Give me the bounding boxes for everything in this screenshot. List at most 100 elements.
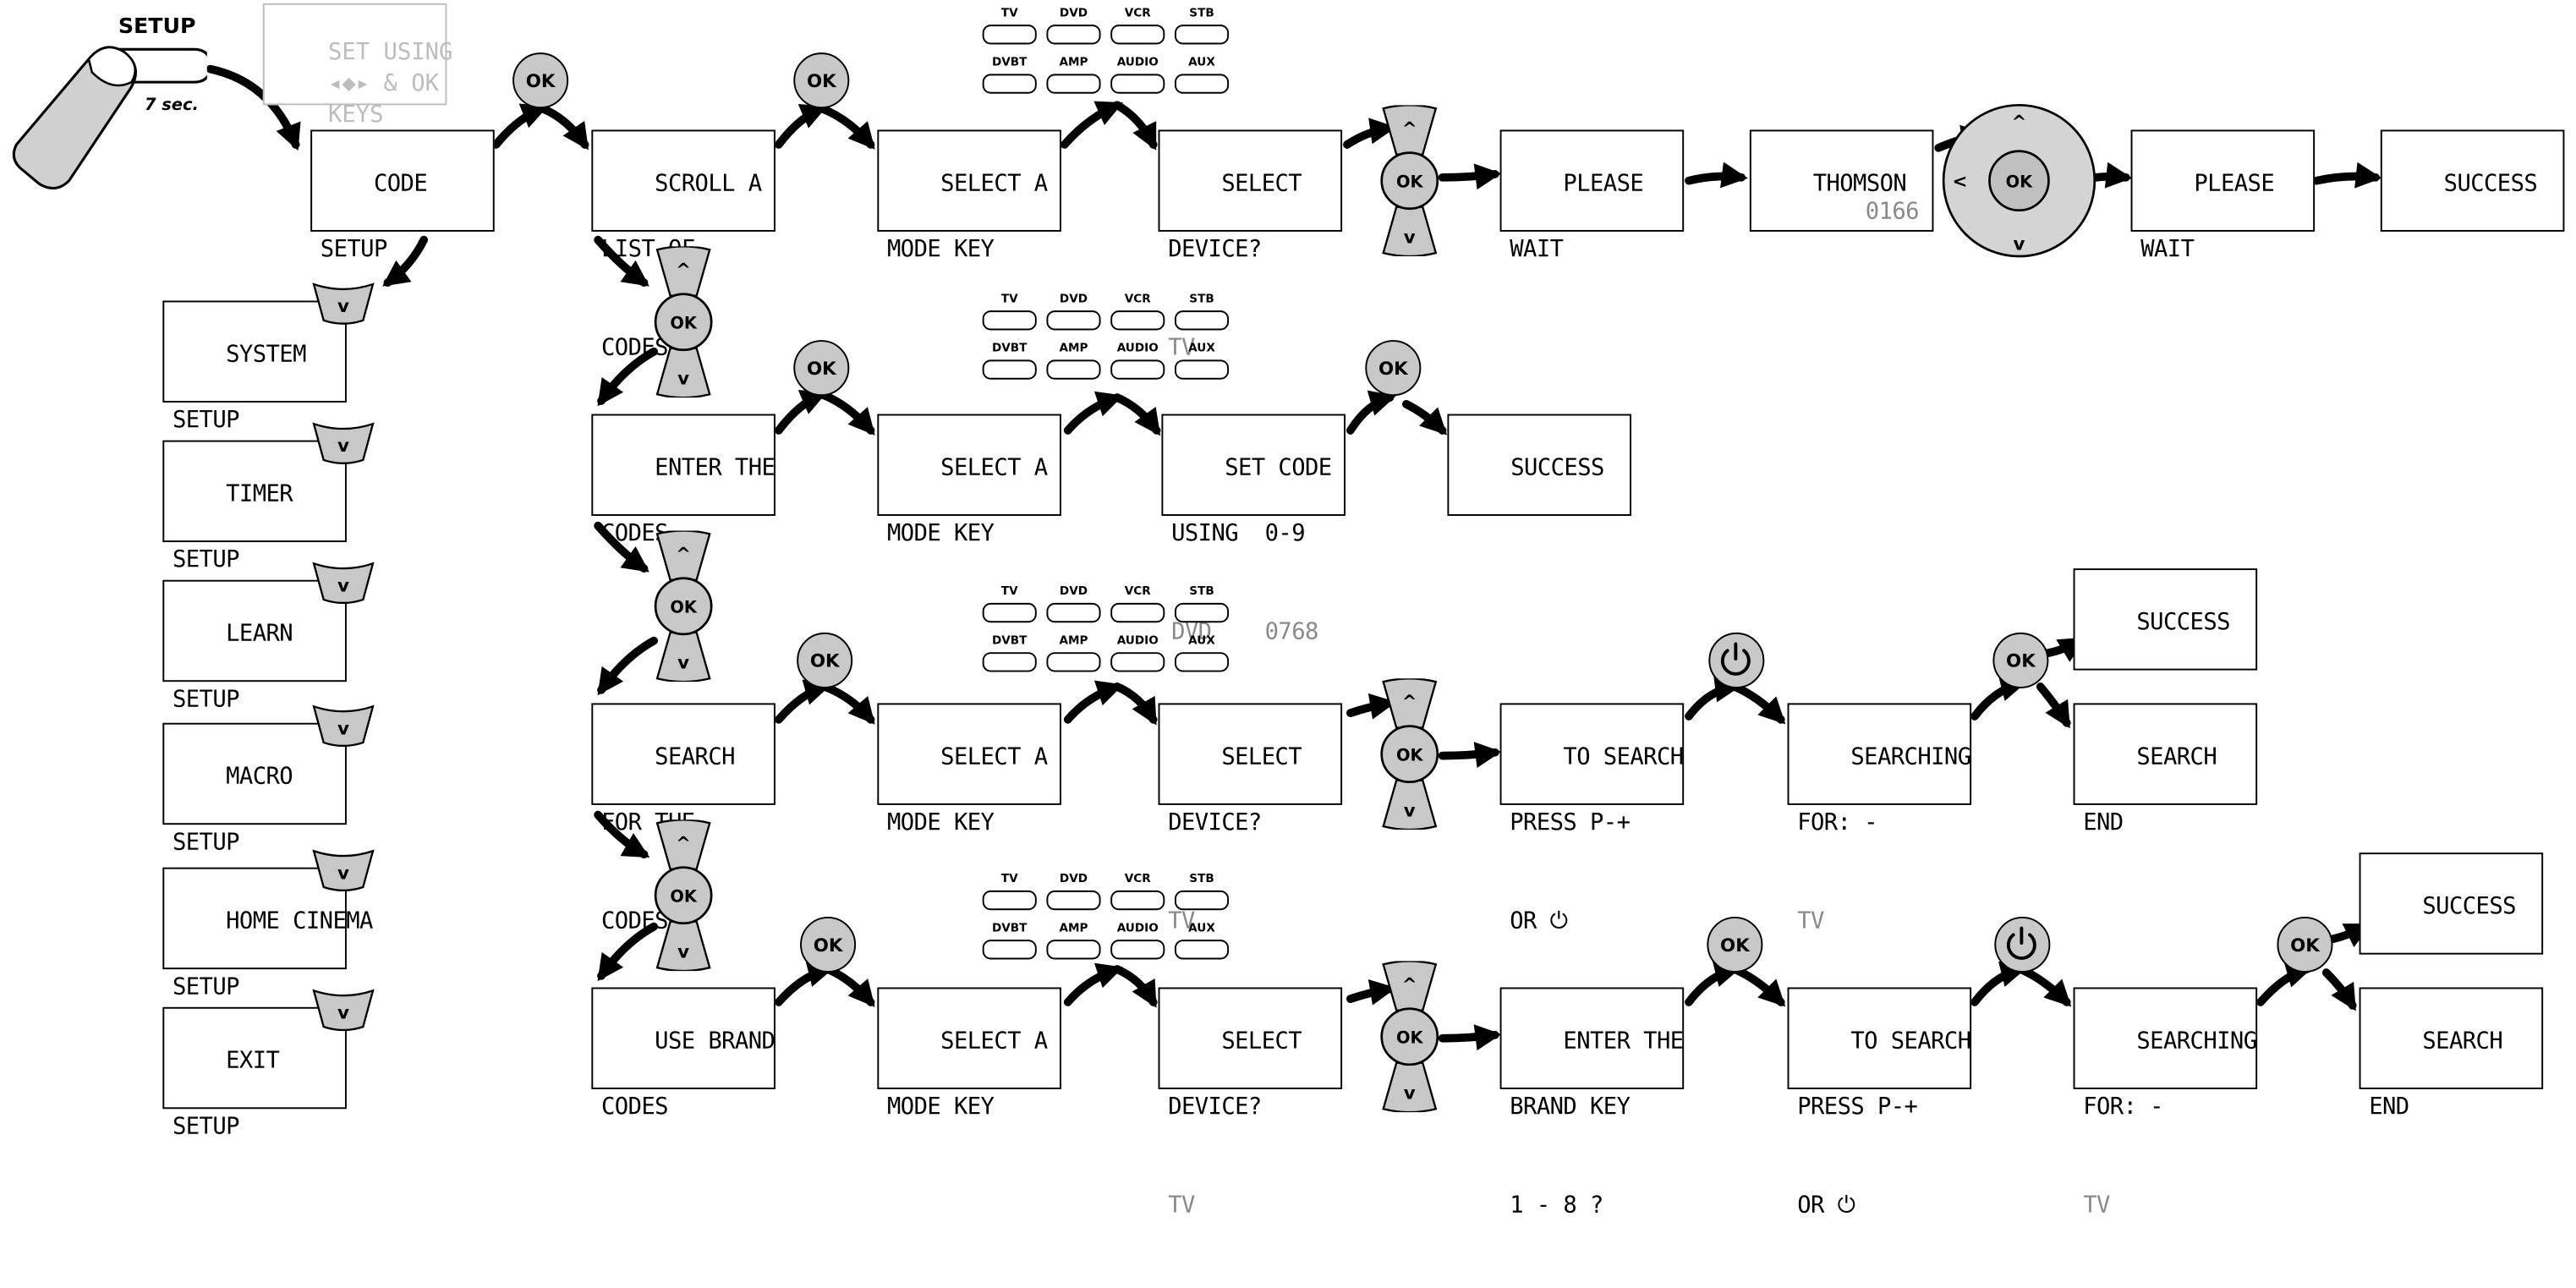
mode-key-icon [1174, 25, 1230, 45]
down-key-icon: v [310, 557, 376, 610]
exit-setup-line1: EXIT [226, 1048, 280, 1075]
mode-key-icon [1046, 890, 1101, 911]
select-device-box: SELECT DEVICE? TV [1158, 129, 1343, 361]
mode-key-icon [1110, 602, 1165, 623]
please-wait-box: PLEASE WAIT [2130, 129, 2316, 263]
select-device-line1: SELECT [1221, 171, 1302, 198]
mode-key-label: VCR [1124, 292, 1151, 306]
flow-arrow [2321, 968, 2357, 1011]
please-wait-line1: PLEASE [1563, 171, 1644, 198]
to-search-line2: PRESS P-+ [1797, 1093, 1918, 1121]
flow-arrow [2312, 162, 2382, 189]
learn-setup-box: LEARN SETUP [162, 579, 347, 713]
searching-line2: FOR: - [2083, 1093, 2163, 1121]
flow-arrow [206, 64, 301, 151]
learn-setup-line1: LEARN [226, 621, 293, 648]
mode-key-label: AMP [1059, 633, 1088, 648]
mode-key-icon [982, 74, 1037, 94]
success-text: SUCCESS [2422, 893, 2516, 920]
flow-arrow [1730, 965, 1786, 1007]
mode-key-icon [982, 310, 1037, 331]
search-end-line2: END [2083, 809, 2124, 836]
svg-text:v: v [337, 575, 349, 596]
select-mode-key-line2: MODE KEY [887, 520, 995, 547]
set-code-box: SET CODE USING 0-9 DVD 0768 [1161, 414, 1346, 645]
mode-key-icon [982, 652, 1037, 672]
mode-key-icon [982, 940, 1037, 960]
ok-key-icon: OK [2277, 916, 2333, 973]
flow-arrow [594, 521, 649, 573]
select-mode-key-line1: SELECT A [940, 743, 1048, 771]
svg-text:v: v [677, 942, 689, 963]
brand-code-box: THOMSON 0166 [1749, 129, 1934, 232]
use-brand-codes-line2: CODES [600, 1093, 669, 1121]
down-key-icon: v [310, 984, 376, 1037]
enter-codes-box: ENTER THE CODES [591, 414, 776, 547]
select-mode-key-line1: SELECT A [940, 171, 1048, 198]
timer-setup-line2: SETUP [172, 546, 240, 573]
macro-setup-line2: SETUP [172, 830, 240, 857]
searching-line2: FOR: - [1797, 809, 1877, 836]
code-setup-box: CODE SETUP [310, 129, 495, 263]
mode-key-label: DVD [1059, 292, 1088, 306]
home-cinema-setup-line2: SETUP [172, 973, 240, 1001]
select-mode-key-box: SELECT A MODE KEY [877, 703, 1061, 836]
to-search-box: TO SEARCH PRESS P-+ OR ⏻ [1499, 703, 1685, 934]
svg-text:<: < [1953, 171, 1968, 192]
flow-arrow [1343, 118, 1397, 149]
success-box: SUCCESS [2073, 568, 2258, 671]
search-codes-line1: SEARCH [655, 743, 735, 771]
mode-key-icon [1110, 652, 1165, 672]
svg-text:v: v [337, 436, 349, 457]
mode-key-icon [1174, 310, 1230, 331]
svg-text:^: ^ [1402, 692, 1417, 713]
mode-key-icon [1110, 74, 1165, 94]
mode-key-icon [1110, 940, 1165, 960]
ghost-hint-line1: SET USING [327, 39, 453, 66]
select-mode-key-box: SELECT A MODE KEY [877, 129, 1061, 263]
flow-arrow [820, 682, 875, 725]
mode-key-label: AUX [1188, 56, 1215, 69]
mode-key-icon [1046, 310, 1101, 331]
success-text: SUCCESS [2443, 171, 2538, 198]
setup-key-label: SETUP [118, 14, 196, 40]
down-key-icon: v [310, 700, 376, 753]
mode-key-icon [1174, 940, 1230, 960]
flow-arrow [597, 347, 659, 407]
select-mode-key-box: SELECT A MODE KEY [877, 414, 1061, 547]
svg-text:^: ^ [676, 544, 691, 565]
ghost-hint-line3: KEYS [327, 101, 384, 129]
to-search-line3: OR ⏻ [1797, 1192, 1855, 1219]
dpad-icon: ^v<OK [1940, 101, 2097, 259]
mode-key-icon [1046, 25, 1101, 45]
success-box: SUCCESS [2380, 129, 2565, 232]
down-tab-shape: v [312, 849, 375, 892]
svg-text:OK: OK [670, 886, 697, 906]
svg-text:OK: OK [1396, 172, 1423, 191]
enter-brand-key-line2: BRAND KEY [1510, 1093, 1631, 1121]
mode-key-icon [1174, 652, 1230, 672]
macro-setup-box: MACRO SETUP [162, 722, 347, 856]
mode-key-label: DVBT [991, 342, 1028, 355]
mode-key-icon [1174, 602, 1230, 623]
home-cinema-setup-box: HOME CINEMA SETUP [162, 867, 373, 1000]
scroll-codes-box: SCROLL A LIST OF CODES [591, 129, 776, 361]
system-setup-line2: SETUP [172, 407, 240, 434]
mode-key-label: AUDIO [1116, 921, 1159, 935]
ok-key-icon: OK [793, 340, 850, 397]
select-mode-key-line2: MODE KEY [887, 1093, 995, 1121]
svg-text:^: ^ [1402, 118, 1417, 140]
timer-setup-box: TIMER SETUP [162, 440, 347, 573]
svg-text:OK: OK [1396, 1028, 1423, 1048]
searching-box: SEARCHING FOR: - TV [2073, 987, 2258, 1219]
power-key-icon [1708, 632, 1765, 688]
select-device-value: TV [1168, 335, 1195, 362]
mode-key-icon [1110, 25, 1165, 45]
scroll-codes-line3: CODES [600, 335, 669, 362]
mode-key-label: AMP [1059, 921, 1088, 935]
mode-key-icon [1174, 74, 1230, 94]
down-key-icon: v [310, 417, 376, 469]
